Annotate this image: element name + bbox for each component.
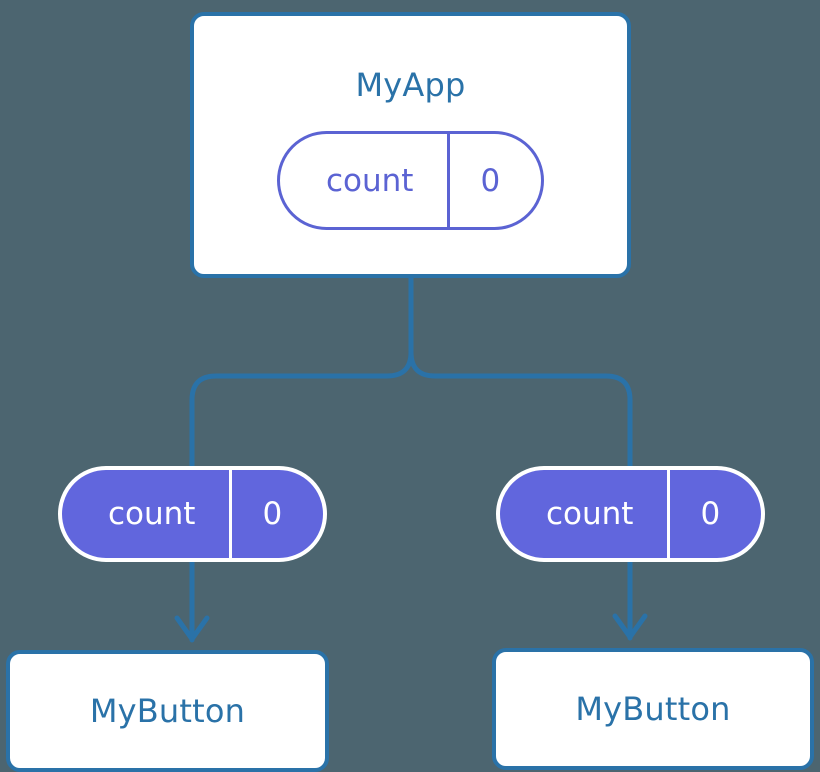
state-capsule-child-right[interactable]: count 0 [496, 466, 765, 562]
state-capsule-root[interactable]: count 0 [277, 131, 544, 230]
arrow-head-right-icon [612, 613, 648, 640]
state-value-label: 0 [667, 470, 758, 558]
state-key-label: count [108, 496, 196, 532]
arrow-head-left-icon [174, 615, 210, 642]
state-key-label: count [546, 496, 634, 532]
component-node-mybutton-right[interactable]: MyButton [492, 648, 814, 770]
state-value-label: 0 [229, 470, 320, 558]
state-value-label: 0 [447, 134, 538, 227]
component-label-mybutton: MyButton [89, 692, 246, 730]
state-key-label: count [326, 162, 414, 199]
component-node-mybutton-left[interactable]: MyButton [6, 650, 329, 772]
component-label-mybutton: MyButton [575, 690, 731, 728]
state-capsule-child-left[interactable]: count 0 [58, 466, 327, 562]
component-label-myapp: MyApp [355, 66, 466, 104]
